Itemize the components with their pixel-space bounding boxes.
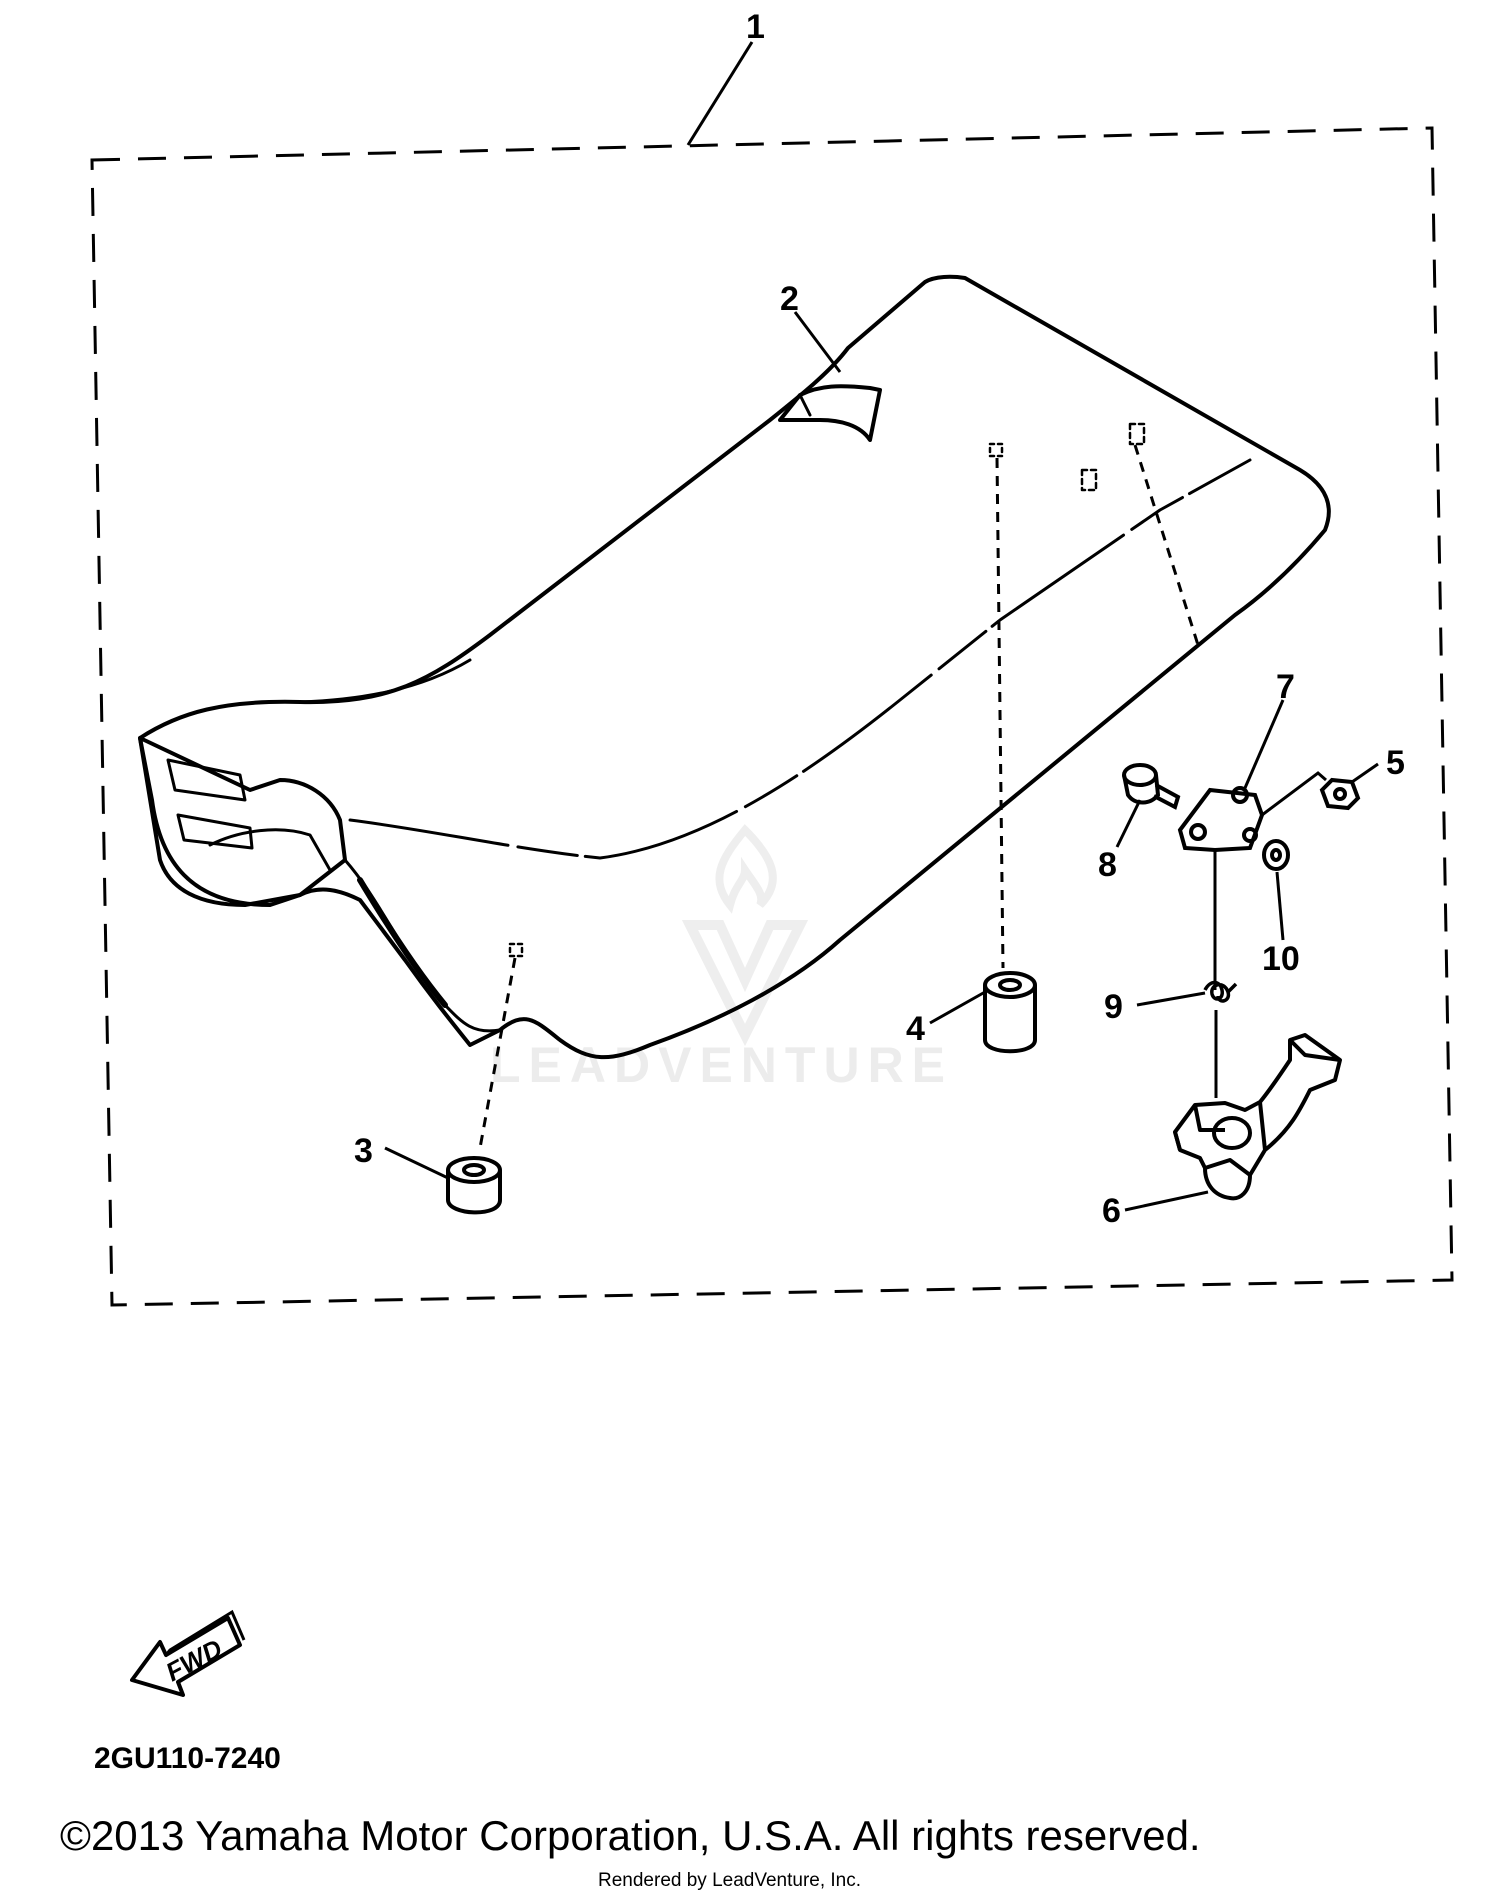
watermark-logo-icon — [681, 920, 809, 1047]
seat-hole — [988, 442, 1004, 458]
callout-9: 9 — [1104, 988, 1123, 1026]
fwd-label: FWD — [161, 1633, 228, 1687]
lock-guide-lines — [1213, 850, 1218, 1098]
leader-line-10 — [1275, 871, 1285, 941]
part-spring-9 — [1203, 980, 1238, 1003]
part-washer-10 — [1262, 839, 1290, 871]
leader-line-1 — [686, 41, 754, 146]
callout-5: 5 — [1386, 744, 1405, 782]
rendered-by-notice: Rendered by LeadVenture, Inc. — [598, 1870, 862, 1891]
callout-labels: 1 2 3 4 5 6 7 8 9 10 — [354, 8, 1405, 1230]
assembly-boundary — [90, 126, 1454, 1307]
watermark-flame-icon — [715, 824, 777, 914]
leader-line-4 — [929, 990, 986, 1025]
diagram-code: 2GU110-7240 — [94, 1742, 281, 1775]
fwd-arrow-icon — [130, 1616, 242, 1697]
seat-hook-tab — [778, 384, 882, 442]
callout-1: 1 — [746, 8, 765, 46]
leader-line-9 — [1136, 991, 1206, 1007]
seat-outline — [138, 274, 1331, 1060]
alignment-lines — [478, 444, 1200, 1149]
seat-hole — [1128, 422, 1146, 446]
seat-nose-rib — [208, 828, 332, 872]
seat-top-edge — [298, 658, 472, 704]
part-damper-4 — [983, 971, 1037, 1054]
fwd-arrow: FWD — [130, 1609, 246, 1697]
seat-assembly — [138, 274, 1331, 1060]
callout-10: 10 — [1262, 940, 1300, 978]
seat-underside — [343, 858, 502, 1033]
part-bolt-8 — [1122, 763, 1181, 810]
part-damper-3 — [446, 1156, 502, 1215]
leader-line-8 — [1115, 799, 1142, 848]
callout-7: 7 — [1276, 668, 1295, 706]
callout-8: 8 — [1098, 846, 1117, 884]
leader-line-3 — [384, 1146, 449, 1180]
callout-4: 4 — [906, 1010, 925, 1048]
seat-nose-slot-top — [166, 758, 247, 802]
watermark-text: LEADVENTURE — [490, 1037, 953, 1093]
leader-lines — [384, 311, 1379, 1212]
seat-nose-frame — [138, 736, 347, 907]
seat-hole — [1080, 468, 1098, 492]
seat-nose-slot-bottom — [176, 813, 254, 850]
leader-line-7 — [1243, 699, 1285, 789]
seat-seam — [348, 458, 1252, 860]
fwd-arrow-shadow — [164, 1609, 246, 1656]
watermark: LEADVENTURE — [490, 824, 953, 1093]
seat-hole — [508, 942, 524, 958]
part-nut-5 — [1319, 777, 1361, 811]
copyright-notice: ©2013 Yamaha Motor Corporation, U.S.A. A… — [60, 1812, 1201, 1859]
leader-line-5 — [1351, 762, 1379, 784]
seat-hook-tab-inner — [798, 393, 812, 417]
callout-6: 6 — [1102, 1192, 1121, 1230]
leader-line-2 — [793, 311, 842, 373]
part-bracket-7 — [1177, 786, 1265, 853]
leader-line-6 — [1124, 1190, 1209, 1212]
callout-3: 3 — [354, 1132, 373, 1170]
seat-underside-shade — [357, 877, 448, 1008]
part-lever-6 — [1173, 1033, 1342, 1201]
bracket-stud — [1261, 771, 1327, 817]
callout-2: 2 — [780, 280, 799, 318]
